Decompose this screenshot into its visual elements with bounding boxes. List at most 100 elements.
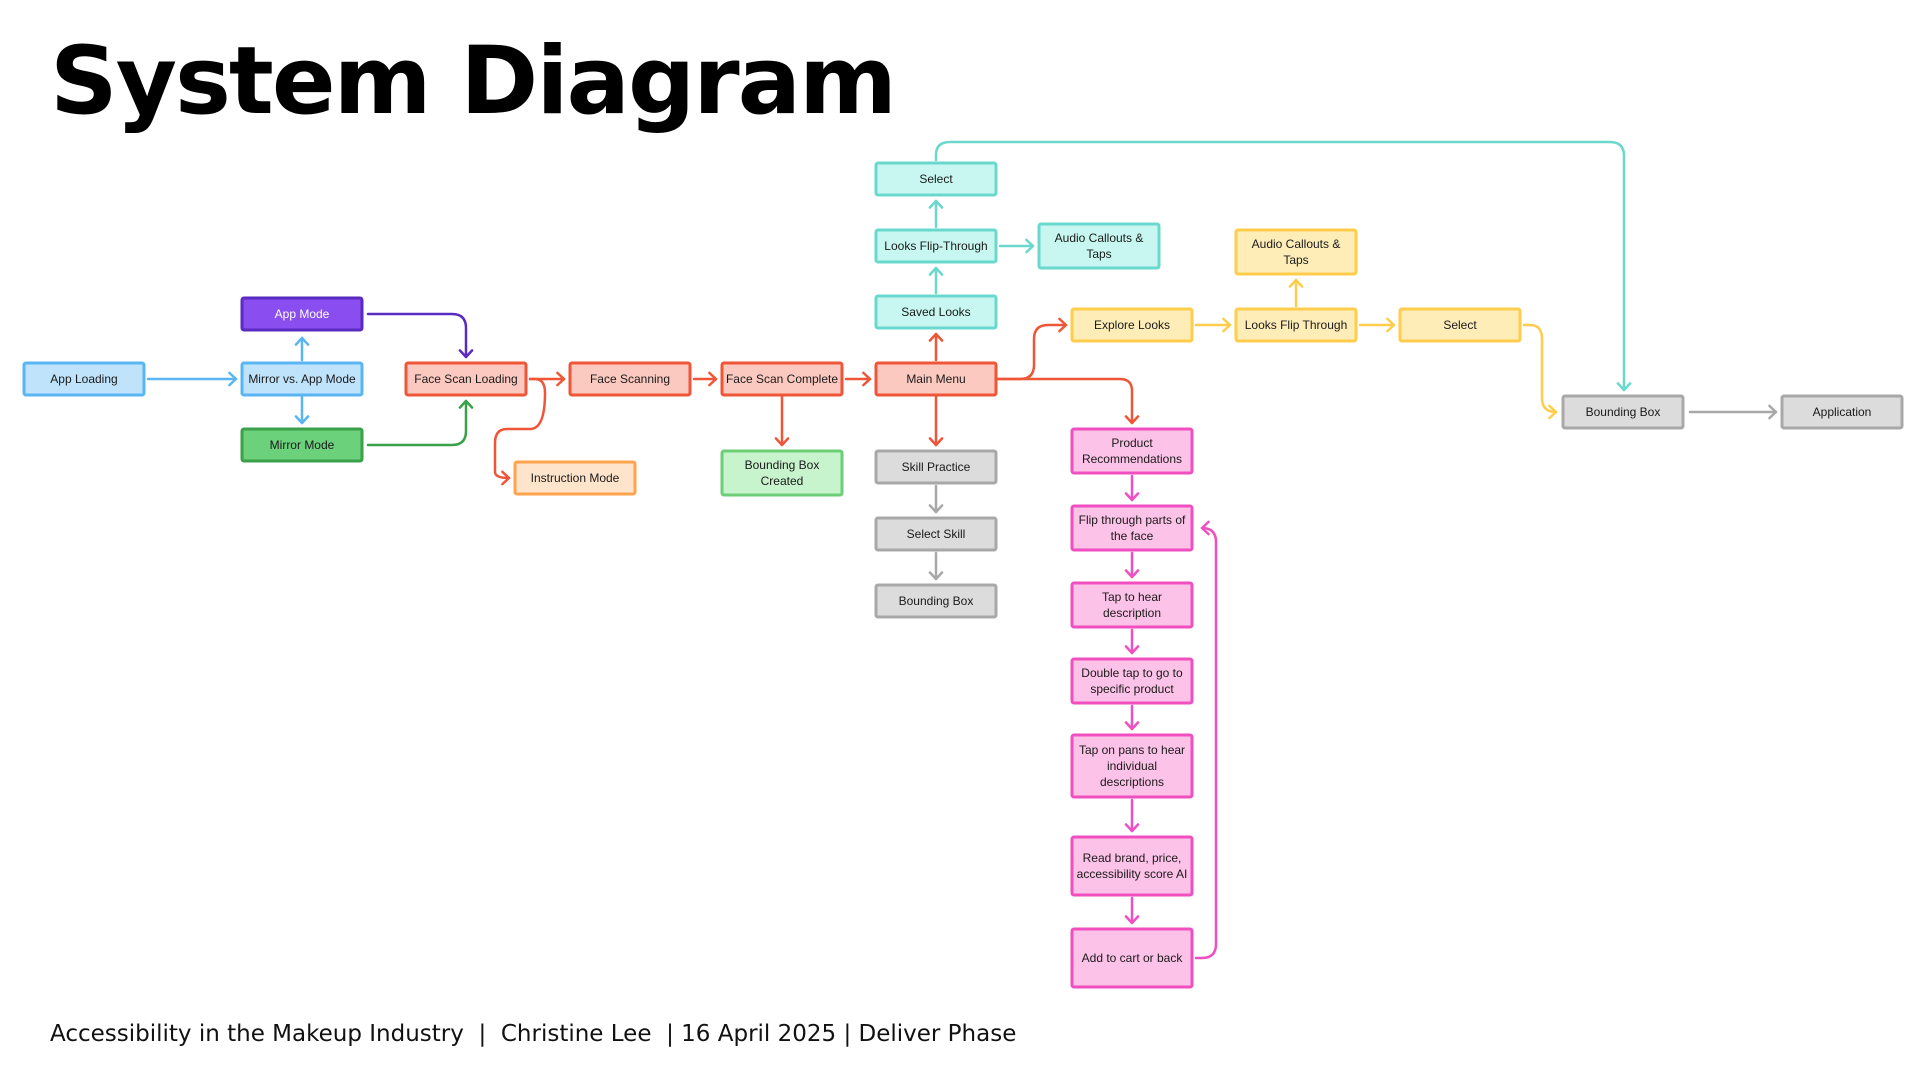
node-box [1561, 394, 1685, 430]
arrowhead [1058, 317, 1068, 333]
arrowhead [556, 371, 566, 387]
connector-arrow [1194, 526, 1218, 960]
arrowhead [228, 371, 238, 387]
node-box [720, 449, 844, 497]
footer-caption: Accessibility in the Makeup Industry | C… [50, 1021, 1017, 1047]
arrowhead [1124, 569, 1140, 579]
node-bounding-box-final: Bounding Box [1561, 394, 1685, 430]
arrowhead [1124, 415, 1140, 425]
node-label: Face Scan Loading [414, 372, 517, 386]
node-box [874, 516, 998, 552]
arrowhead [294, 336, 310, 346]
node-tap-hear: Tap to hear description [1070, 581, 1194, 629]
arrowhead [928, 199, 944, 209]
node-add-to-cart: Add to cart or back [1070, 927, 1194, 989]
arrowhead [1124, 823, 1140, 833]
node-box [874, 228, 998, 264]
node-instruction-mode: Instruction Mode [513, 460, 637, 496]
node-box [1070, 307, 1194, 343]
node-explore-looks: Explore Looks [1070, 307, 1194, 343]
arrowhead [1768, 404, 1778, 420]
arrowhead [1222, 317, 1232, 333]
node-label: Tap on pans to hear [1079, 743, 1185, 757]
node-bounding-box-gray: Bounding Box [874, 583, 998, 619]
arrowhead [862, 371, 872, 387]
node-label: App Mode [275, 307, 330, 321]
node-label: Select [919, 172, 953, 186]
node-tap-pans: Tap on pans to hearindividualdescription… [1070, 733, 1194, 799]
node-face-scan-loading: Face Scan Loading [404, 361, 528, 397]
node-label: App Loading [50, 372, 117, 386]
node-looks-flip-through-yellow: Looks Flip Through [1234, 307, 1358, 343]
arrowhead [294, 415, 310, 425]
node-box [1070, 733, 1194, 799]
node-label: Bounding Box [1586, 405, 1661, 419]
node-label: Explore Looks [1094, 318, 1170, 332]
node-box [240, 361, 364, 397]
node-label: Instruction Mode [531, 471, 620, 485]
arrowhead [928, 266, 944, 276]
node-select-teal: Select [874, 161, 998, 197]
arrowhead [928, 571, 944, 581]
node-label: description [1103, 606, 1161, 620]
node-label: Mirror Mode [270, 438, 335, 452]
node-label: Recommendations [1082, 452, 1182, 466]
arrowhead [1124, 915, 1140, 925]
arrowhead [1616, 382, 1632, 392]
arrowhead [928, 332, 944, 342]
page-title: System Diagram [50, 27, 897, 136]
node-box [874, 361, 998, 397]
node-box [1780, 394, 1904, 430]
node-read-brand: Read brand, price,accessibility score AI [1070, 835, 1194, 897]
connector-arrow [493, 377, 547, 480]
node-label: Bounding Box [899, 594, 974, 608]
node-label: specific product [1090, 682, 1174, 696]
node-label: Add to cart or back [1082, 951, 1184, 965]
connector-arrow [366, 312, 468, 359]
node-box [568, 361, 692, 397]
node-box [1070, 657, 1194, 705]
node-box [1037, 222, 1161, 270]
arrowhead [928, 504, 944, 514]
arrowhead [501, 470, 511, 486]
node-box [404, 361, 528, 397]
node-box [1070, 927, 1194, 989]
node-label: Product [1111, 436, 1153, 450]
node-label: Mirror vs. App Mode [248, 372, 356, 386]
node-app-mode: App Mode [240, 296, 364, 332]
node-label: Taps [1283, 253, 1308, 267]
node-label: Bounding Box [745, 458, 820, 472]
node-audio-callouts-yellow: Audio Callouts &Taps [1234, 228, 1358, 276]
node-face-scanning: Face Scanning [568, 361, 692, 397]
node-label: Face Scanning [590, 372, 670, 386]
arrowhead [774, 437, 790, 447]
node-box [1398, 307, 1522, 343]
connector-arrow [366, 399, 468, 447]
node-label: Tap to hear [1102, 590, 1162, 604]
node-saved-looks: Saved Looks [874, 294, 998, 330]
connector-arrow [994, 377, 1134, 425]
node-label: the face [1111, 529, 1154, 543]
node-label: Face Scan Complete [726, 372, 838, 386]
node-label: Looks Flip-Through [884, 239, 987, 253]
node-app-loading: App Loading [22, 361, 146, 397]
node-box [1234, 307, 1358, 343]
node-label: Application [1813, 405, 1872, 419]
node-select-yellow: Select [1398, 307, 1522, 343]
node-label: Flip through parts of [1079, 513, 1186, 527]
node-label: Taps [1086, 247, 1111, 261]
node-box [240, 296, 364, 332]
node-box [874, 449, 998, 485]
node-flip-parts: Flip through parts of the face [1070, 504, 1194, 552]
node-mirror-vs-app: Mirror vs. App Mode [240, 361, 364, 397]
arrowhead [458, 349, 474, 359]
node-label: descriptions [1100, 775, 1164, 789]
node-face-scan-complete: Face Scan Complete [720, 361, 844, 397]
node-label: Created [761, 474, 804, 488]
arrowhead [1200, 520, 1210, 536]
arrowhead [1124, 492, 1140, 502]
connector-arrow [994, 323, 1068, 381]
